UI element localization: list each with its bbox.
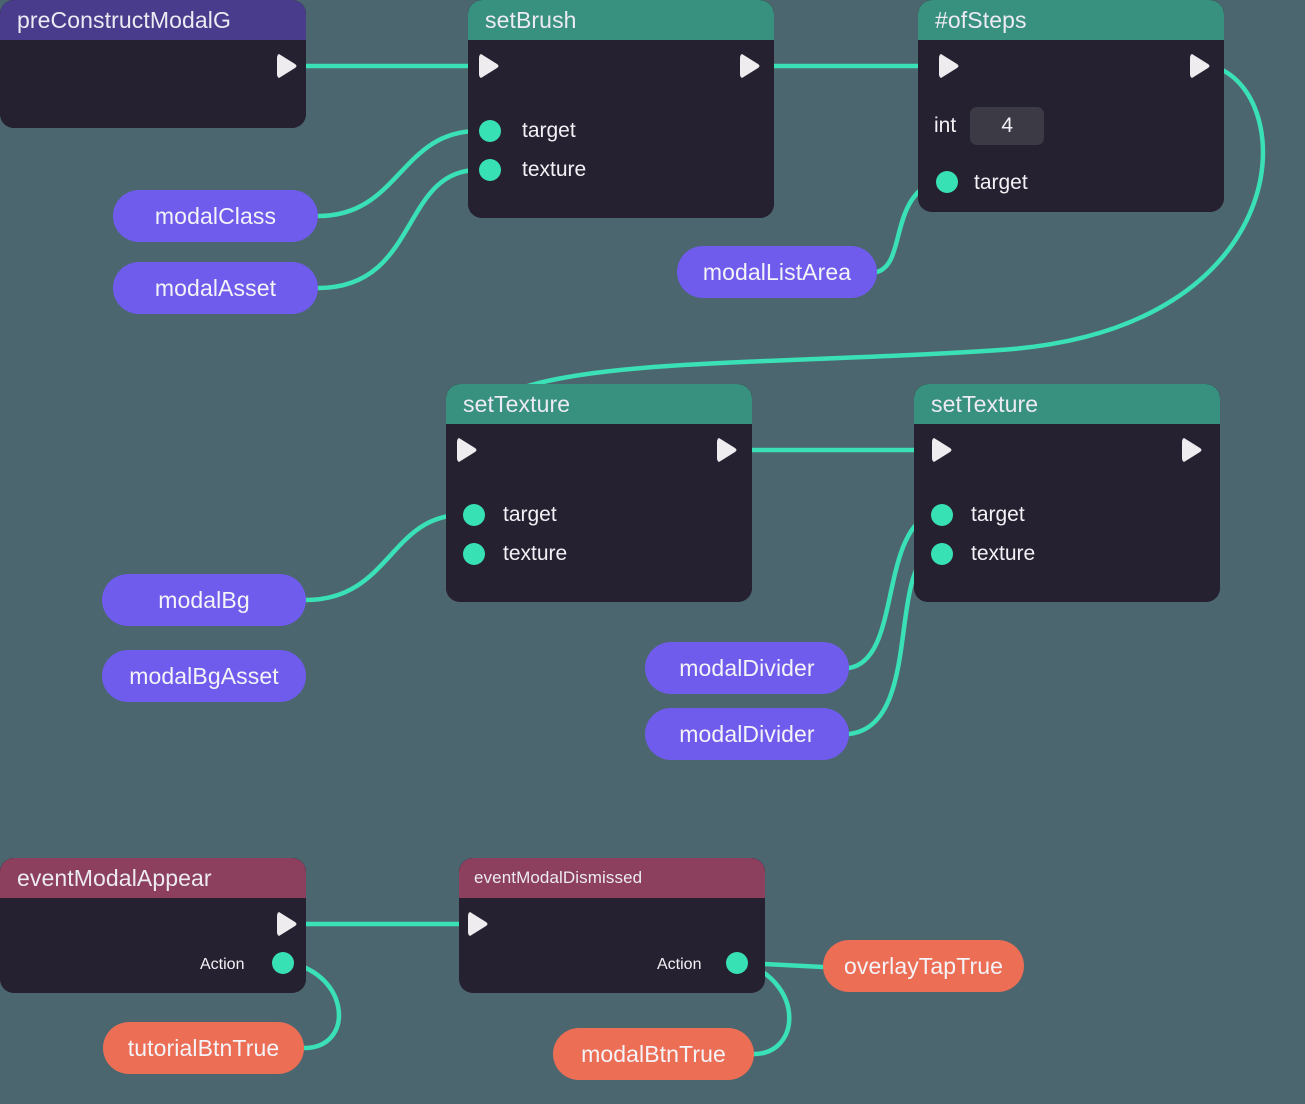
field-type-label: int: [934, 114, 957, 137]
variable-pill-modalbtntrue[interactable]: modalBtnTrue: [553, 1028, 754, 1080]
variable-pill-modallistarea[interactable]: modalListArea: [677, 246, 877, 298]
edge: [315, 167, 481, 291]
pill-label: modalDivider: [679, 654, 815, 681]
node-body: eventModalDismissed Action: [459, 858, 765, 993]
node-setbrush[interactable]: setBrush target texture: [468, 0, 774, 218]
node-preconstructmodalg[interactable]: preConstructModalG: [0, 0, 306, 128]
pill-label: modalClass: [154, 202, 277, 229]
node-title: setTexture: [914, 384, 1220, 424]
input-port-label-texture: texture: [971, 542, 1036, 565]
pill-label: modalAsset: [154, 274, 277, 301]
node-eventmodaldismissed[interactable]: eventModalDismissed Action: [459, 858, 765, 993]
exec-out-port[interactable]: [1182, 437, 1204, 463]
input-port-label-target: target: [974, 171, 1028, 194]
output-port-label-action: Action: [657, 956, 702, 973]
input-port-label-target: target: [503, 503, 557, 526]
output-port-label-action: Action: [200, 956, 245, 973]
input-port-label-texture: texture: [522, 158, 587, 181]
variable-pill-overlaytaptrue[interactable]: overlayTapTrue: [823, 940, 1024, 992]
exec-out-port[interactable]: [277, 53, 299, 79]
exec-in-port[interactable]: [479, 53, 501, 79]
input-port-texture[interactable]: [479, 159, 501, 181]
exec-in-port[interactable]: [932, 437, 954, 463]
node-body: setTexture target texture: [914, 384, 1220, 602]
node-title: eventModalDismissed: [459, 858, 765, 898]
node-ofsteps[interactable]: #ofSteps int 4 target: [918, 0, 1224, 212]
pill-label: modalListArea: [702, 258, 852, 285]
input-port-target[interactable]: [936, 171, 958, 193]
input-port-target[interactable]: [931, 504, 953, 526]
node-title: setTexture: [446, 384, 752, 424]
exec-out-port[interactable]: [740, 53, 762, 79]
variable-pill-modaldivider-2[interactable]: modalDivider: [645, 708, 849, 760]
input-port-label-target: target: [522, 119, 576, 142]
node-settexture-2[interactable]: setTexture target texture: [914, 384, 1220, 602]
input-port-target[interactable]: [463, 504, 485, 526]
output-port-action[interactable]: [726, 952, 748, 974]
input-port-target[interactable]: [479, 120, 501, 142]
input-port-texture[interactable]: [463, 543, 485, 565]
node-settexture-1[interactable]: setTexture target texture: [446, 384, 752, 602]
node-eventmodalappear[interactable]: eventModalAppear Action: [0, 858, 306, 993]
edge: [303, 512, 465, 603]
pill-label: overlayTapTrue: [843, 952, 1004, 979]
exec-in-port[interactable]: [457, 437, 479, 463]
node-body: setTexture target texture: [446, 384, 752, 602]
input-port-label-target: target: [971, 503, 1025, 526]
node-body: #ofSteps int 4 target: [918, 0, 1224, 212]
exec-in-port[interactable]: [468, 911, 490, 937]
exec-in-port[interactable]: [939, 53, 961, 79]
int-field-row: int 4: [934, 107, 1045, 145]
pill-label: modalBg: [158, 586, 250, 613]
exec-out-port[interactable]: [717, 437, 739, 463]
variable-pill-tutorialbtntrue[interactable]: tutorialBtnTrue: [103, 1022, 304, 1074]
node-title: eventModalAppear: [0, 858, 306, 898]
node-body: setBrush target texture: [468, 0, 774, 218]
exec-out-port[interactable]: [277, 911, 299, 937]
edge: [315, 128, 481, 219]
node-title: preConstructModalG: [0, 0, 306, 40]
variable-pill-modalclass[interactable]: modalClass: [113, 190, 318, 242]
variable-pill-modaldivider-1[interactable]: modalDivider: [645, 642, 849, 694]
pill-label: modalBgAsset: [129, 662, 279, 689]
node-title: #ofSteps: [918, 0, 1224, 40]
field-value-input[interactable]: 4: [970, 107, 1045, 145]
input-port-texture[interactable]: [931, 543, 953, 565]
pill-label: tutorialBtnTrue: [127, 1034, 280, 1061]
node-body: eventModalAppear Action: [0, 858, 306, 993]
pill-label: modalBtnTrue: [581, 1040, 726, 1067]
pill-label: modalDivider: [679, 720, 815, 747]
variable-pill-modalbgasset[interactable]: modalBgAsset: [102, 650, 306, 702]
variable-pill-modalbg[interactable]: modalBg: [102, 574, 306, 626]
exec-out-port[interactable]: [1190, 53, 1212, 79]
node-title: setBrush: [468, 0, 774, 40]
output-port-action[interactable]: [272, 952, 294, 974]
node-body: preConstructModalG: [0, 0, 306, 128]
variable-pill-modalasset[interactable]: modalAsset: [113, 262, 318, 314]
input-port-label-texture: texture: [503, 542, 568, 565]
